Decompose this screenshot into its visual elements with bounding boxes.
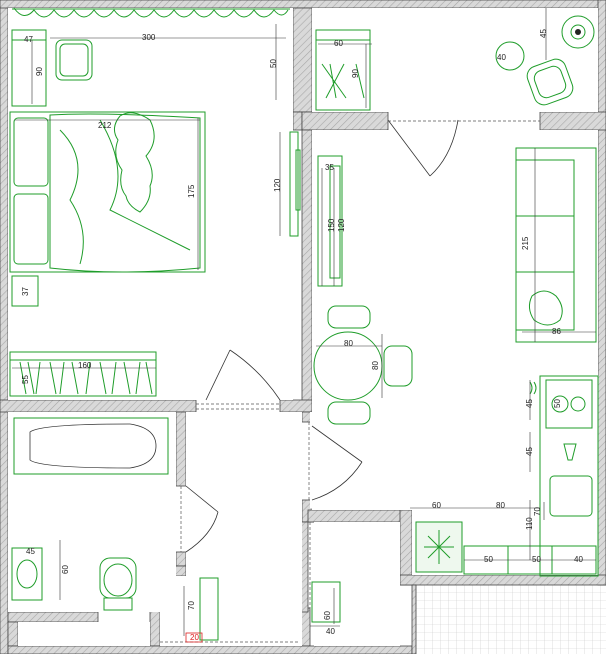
study-desk: [315, 29, 371, 111]
shoe-cabinet: [311, 581, 341, 623]
dim-120-tv: 120: [273, 178, 282, 192]
kitchen-sink: [549, 475, 593, 517]
bedroom-wardrobe: [9, 351, 157, 397]
dim-70-sink: 70: [533, 507, 542, 516]
doors: [160, 119, 540, 643]
dim-80-table-v: 80: [371, 361, 380, 370]
dim-60-fridge-w: 60: [432, 501, 441, 510]
balcony-floor-grid: [412, 582, 606, 654]
dim-20: 20: [190, 633, 199, 642]
dim-50-cabinet-a: 50: [484, 555, 493, 564]
dim-215: 215: [521, 236, 530, 250]
bathtub: [13, 417, 169, 475]
dim-45-washer: 45: [26, 547, 35, 556]
window-curtain: [13, 7, 289, 18]
dim-160: 160: [78, 361, 92, 370]
dim-45-kitchen-a: 45: [525, 399, 534, 408]
dim-80-counter: 80: [496, 501, 505, 510]
dim-50: 50: [269, 59, 278, 68]
dim-50-cabinet-b: 50: [532, 555, 541, 564]
washing-machine-drum: [16, 559, 38, 589]
dimension-lines: [12, 8, 596, 636]
sofa: [515, 147, 597, 343]
person-figure: [114, 112, 155, 213]
stove-icon: [563, 443, 577, 461]
dim-212: 212: [98, 121, 112, 130]
bedside-table: [11, 275, 39, 307]
dim-37: 37: [21, 287, 30, 296]
fridge: [415, 521, 463, 573]
dim-120-stand: 120: [337, 218, 346, 232]
dim-40-shoe: 40: [326, 627, 335, 636]
snowflake-icon: [424, 530, 454, 564]
double-bed: [9, 111, 206, 273]
cabinet-unit: [199, 577, 219, 641]
tv-stand: [317, 155, 343, 287]
small-round-table: [495, 41, 525, 71]
dimension-labels: 47 300 90 50 60 90 45 40 212 175 120 35 …: [21, 29, 583, 642]
dim-50-kitchen: 50: [553, 399, 562, 408]
threshold-marker: [185, 632, 203, 643]
sofa-cushion: [528, 290, 563, 326]
round-side-table: [561, 15, 595, 49]
dim-40-cabinet: 40: [574, 555, 583, 564]
toilet: [99, 557, 137, 611]
dim-80-table: 80: [344, 339, 353, 348]
dim-90-desk: 90: [351, 69, 360, 78]
dim-300: 300: [142, 33, 156, 42]
nightstand-shelf: [11, 29, 47, 107]
bathroom: [11, 417, 341, 641]
bedroom-tv: [289, 131, 299, 237]
dim-45-kitchen-b: 45: [525, 447, 534, 456]
dim-110: 110: [525, 517, 534, 530]
dim-70-cabinet: 70: [187, 601, 196, 610]
dim-35: 35: [325, 163, 334, 172]
study-room: [315, 15, 595, 111]
washing-machine: [11, 547, 43, 601]
bedroom: [9, 29, 301, 397]
dim-60-desk: 60: [334, 39, 343, 48]
dim-90-nightstand: 90: [35, 67, 44, 76]
bedroom-chair: [55, 39, 93, 81]
dim-86: 86: [552, 327, 561, 336]
dim-150: 150: [327, 218, 336, 232]
dim-45-table: 45: [539, 29, 548, 38]
kitchen-counter: [529, 375, 599, 577]
dim-40-table: 40: [497, 53, 506, 62]
dim-55: 55: [21, 375, 30, 384]
dim-60-shoe: 60: [323, 611, 332, 620]
dim-60-washer: 60: [61, 565, 70, 574]
study-armchair: [526, 58, 574, 106]
dim-175: 175: [187, 184, 196, 198]
dim-47: 47: [24, 35, 33, 44]
